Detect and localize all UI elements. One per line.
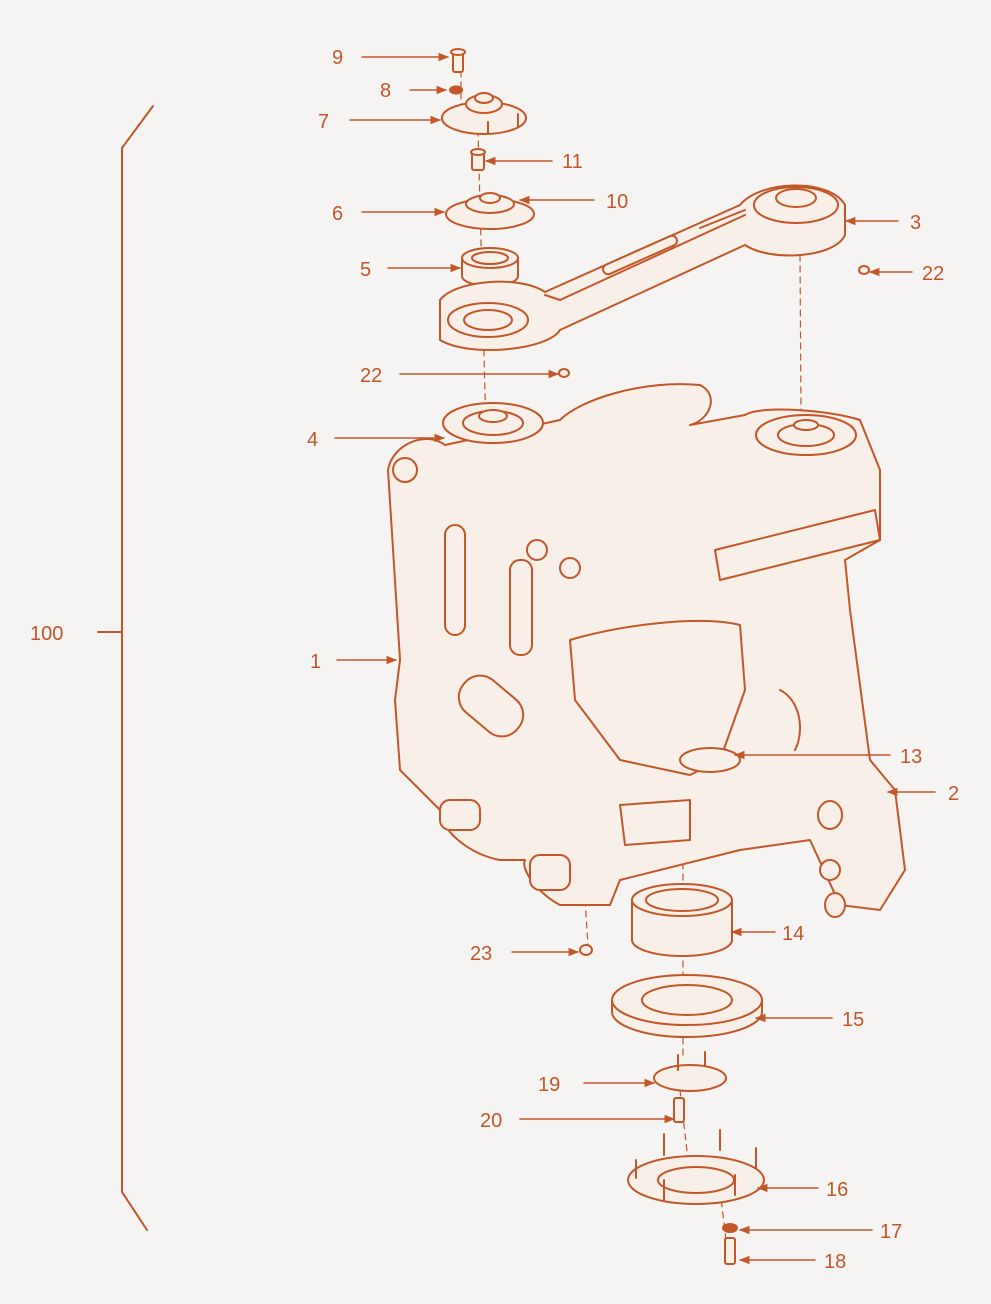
callout-4: 4 (307, 429, 318, 451)
callout-13: 13 (900, 746, 922, 768)
callout-22-upper: 22 (922, 263, 944, 285)
callout-23: 23 (470, 943, 492, 965)
callout-19: 19 (538, 1074, 560, 1096)
callout-labels: 100 9 8 7 11 10 6 3 5 22 22 4 1 13 2 14 … (30, 47, 959, 1273)
leader-lines (334, 52, 936, 1265)
part-15-flange (611, 974, 763, 1038)
callout-22-lower: 22 (360, 365, 382, 387)
part-7-cap (441, 92, 527, 135)
assembly-bracket (97, 105, 154, 1231)
callout-7: 7 (318, 111, 329, 133)
part-11-screw (470, 148, 486, 171)
callout-6: 6 (332, 203, 343, 225)
part-3-arm (439, 184, 846, 351)
callout-11: 11 (562, 151, 583, 173)
part-18-bolt (724, 1237, 736, 1265)
callout-5: 5 (360, 259, 371, 281)
part-19-retainer (653, 1051, 727, 1092)
callout-20: 20 (480, 1110, 502, 1132)
part-1-frame (387, 383, 906, 918)
part-14-sleeve (631, 883, 733, 957)
callout-14: 14 (782, 923, 804, 945)
part-22-nut-lower (558, 368, 570, 378)
part-22-nut-upper (858, 265, 870, 275)
callout-18: 18 (824, 1251, 846, 1273)
callout-2: 2 (948, 783, 959, 805)
part-5-bearing (461, 247, 519, 287)
callout-8: 8 (380, 80, 391, 102)
part-16-base-flange (627, 1129, 765, 1205)
callout-16: 16 (826, 1179, 848, 1201)
callout-3: 3 (910, 212, 921, 234)
assembly-label: 100 (30, 623, 63, 645)
callout-1: 1 (310, 651, 321, 673)
part-8-washer (449, 85, 463, 95)
callout-15: 15 (842, 1009, 864, 1031)
part-20-bolt (673, 1097, 685, 1123)
part-23-screw (579, 944, 593, 956)
callout-17: 17 (880, 1221, 902, 1243)
part-17-washer (722, 1223, 738, 1233)
part-6-hub (445, 192, 535, 230)
part-9-bolt (450, 48, 466, 73)
callout-9: 9 (332, 47, 343, 69)
callout-10: 10 (606, 191, 628, 213)
